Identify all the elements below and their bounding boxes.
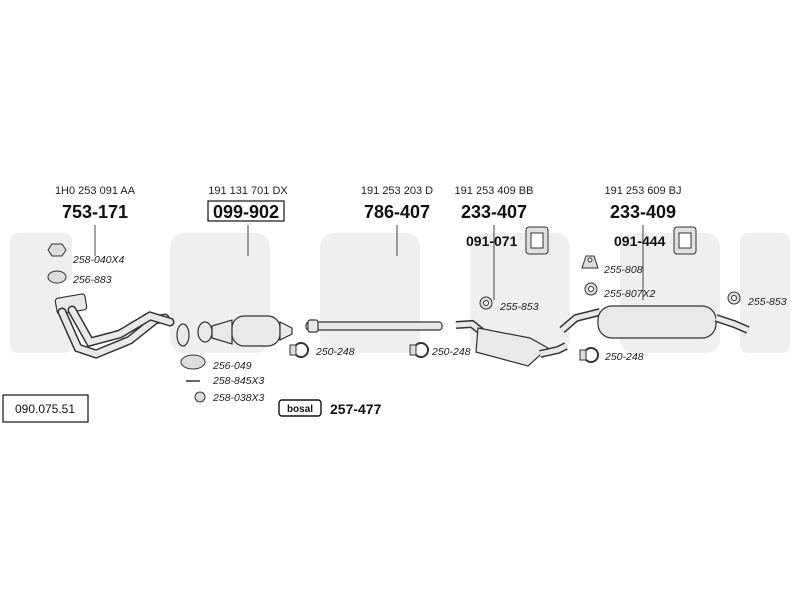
oem-number-5: 191 253 609 BJ (604, 185, 681, 197)
catalytic-converter-drawing[interactable] (197, 315, 293, 347)
bosal-badge-text: bosal (287, 404, 313, 415)
hanger-bracket-icon (525, 226, 549, 255)
part-number-2[interactable]: 099-902 (213, 202, 279, 222)
front-pipe-drawing[interactable] (54, 293, 190, 359)
hanger-number-5[interactable]: 091-444 (614, 233, 666, 249)
oem-number-3: 191 253 203 D (361, 185, 433, 197)
rear-silencer-drawing[interactable] (559, 305, 750, 339)
nut-icon (194, 391, 206, 403)
acc-label-255-807: 255-807X2 (603, 288, 656, 300)
diagram-reference-box (2, 394, 89, 423)
acc-label-250-248-2: 250-248 (431, 346, 471, 358)
gasket-icon (47, 270, 67, 284)
acc-label-255-808: 255-808 (603, 264, 643, 276)
clamp-icon (289, 342, 309, 358)
acc-label-250-248-3: 250-248 (604, 351, 644, 363)
acc-label-258-845: 258-845X3 (212, 375, 265, 387)
clamp-icon (409, 342, 429, 358)
acc-label-256-049: 256-049 (212, 360, 252, 372)
diagram-reference: 090.075.51 (15, 402, 75, 416)
acc-label-255-853-1: 255-853 (499, 301, 539, 313)
rubber-mount-icon (584, 282, 598, 296)
rubber-hanger-icon (581, 255, 599, 269)
acc-label-255-853-2: 255-853 (747, 296, 787, 308)
bosal-badge (278, 399, 322, 417)
rubber-mount-icon (727, 291, 741, 305)
acc-label-258-040: 258-040X4 (72, 254, 125, 266)
part-number-4[interactable]: 233-407 (461, 202, 527, 222)
part-number-5[interactable]: 233-409 (610, 202, 676, 222)
oem-number-2: 191 131 701 DX (208, 185, 288, 197)
intermediate-pipe-drawing[interactable] (305, 319, 443, 333)
mounting-kit-number[interactable]: 257-477 (330, 401, 382, 417)
part-number-1[interactable]: 753-171 (62, 202, 128, 222)
middle-silencer-drawing[interactable] (455, 319, 568, 367)
acc-label-258-038: 258-038X3 (212, 392, 265, 404)
part-number-box (207, 200, 285, 222)
oem-number-1: 1H0 253 091 AA (55, 185, 136, 197)
acc-label-250-248-1: 250-248 (315, 346, 355, 358)
acc-label-256-883: 256-883 (72, 274, 112, 286)
rubber-mount-icon (479, 296, 493, 310)
part-number-3[interactable]: 786-407 (364, 202, 430, 222)
nut-icon (47, 243, 67, 257)
gasket-icon (180, 354, 206, 370)
clamp-icon (579, 347, 599, 363)
hanger-number-4[interactable]: 091-071 (466, 233, 518, 249)
oem-number-4: 191 253 409 BB (455, 185, 534, 197)
hanger-bracket-icon (673, 226, 697, 255)
